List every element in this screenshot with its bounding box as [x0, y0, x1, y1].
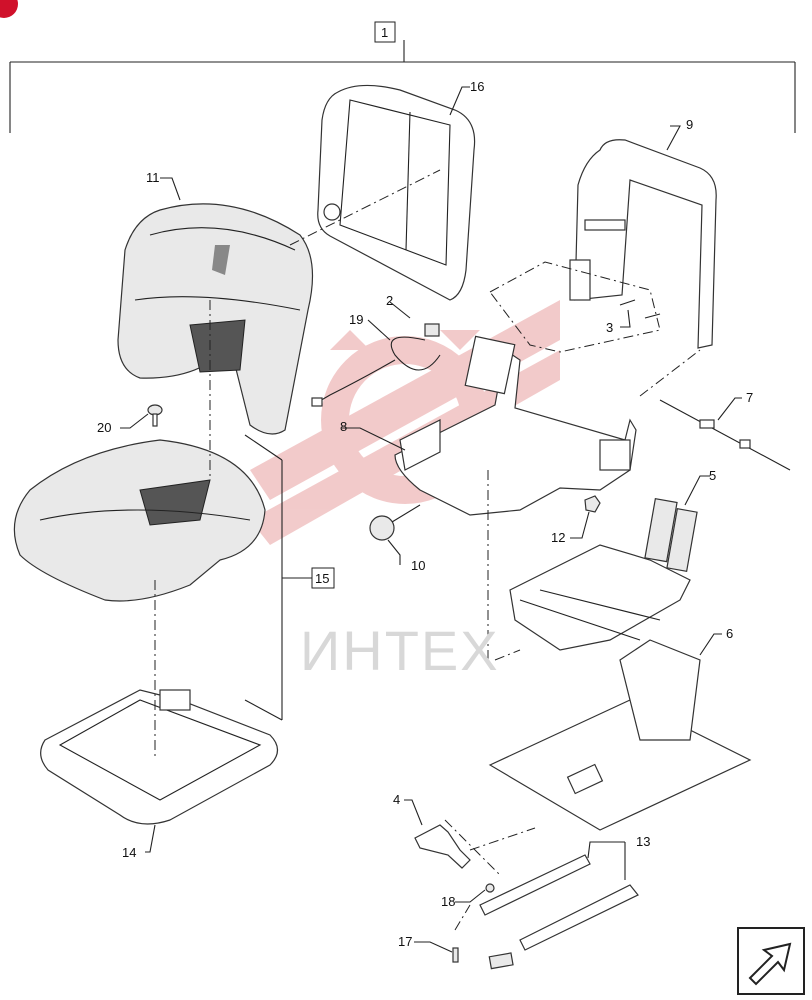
- assembly-bracket: [9, 40, 796, 133]
- part-10-knob: [369, 504, 421, 541]
- part-8-seat-frame: [394, 335, 637, 516]
- callout-15: 15: [311, 567, 335, 589]
- callout-8: 8: [340, 419, 347, 434]
- callout-11: 11: [146, 170, 160, 185]
- part-19-wire-harness: [311, 336, 441, 407]
- part-7-rod: [659, 399, 791, 471]
- callout-label-1: 1: [381, 25, 388, 40]
- part-17-bolt: [452, 947, 459, 963]
- callout-6: 6: [726, 626, 733, 641]
- callout-3: 3: [606, 320, 613, 335]
- part-16-back-shell: [317, 84, 476, 301]
- callout-1: 1: [374, 21, 396, 43]
- callout-14: 14: [122, 845, 136, 860]
- corner-marker: [0, 0, 18, 18]
- part-9-back-frame: [569, 139, 717, 349]
- callout-13: 13: [636, 834, 650, 849]
- callout-20: 20: [97, 420, 111, 435]
- seat-cushion: [13, 439, 266, 602]
- callout-label-15: 15: [315, 571, 329, 586]
- part-3-screws: [619, 299, 661, 319]
- callout-4: 4: [393, 792, 400, 807]
- part-14-seat-pan: [40, 689, 279, 825]
- callout-5: 5: [709, 468, 716, 483]
- part-5-suspension: [509, 498, 698, 651]
- part-11-back-cushion: [117, 203, 314, 435]
- part-2-switch: [424, 323, 440, 337]
- callout-16: 16: [470, 79, 484, 94]
- callout-18: 18: [441, 894, 455, 909]
- part-20-fastener: [147, 404, 163, 427]
- watermark-text: ИНТЕХ: [300, 619, 500, 682]
- callout-12: 12: [551, 530, 565, 545]
- callout-2: 2: [386, 293, 393, 308]
- callout-17: 17: [398, 934, 412, 949]
- part-4-bracket: [414, 824, 471, 869]
- part-18-washer: [485, 883, 495, 893]
- part-13-rails: [479, 854, 639, 970]
- part-6-base-plate: [488, 639, 752, 831]
- next-page-arrow-icon[interactable]: [737, 927, 805, 995]
- part-15-bracket: [244, 434, 312, 721]
- callout-10: 10: [411, 558, 425, 573]
- callout-19: 19: [349, 312, 363, 327]
- callout-7: 7: [746, 390, 753, 405]
- part-12-nut: [584, 495, 601, 513]
- callout-9: 9: [686, 117, 693, 132]
